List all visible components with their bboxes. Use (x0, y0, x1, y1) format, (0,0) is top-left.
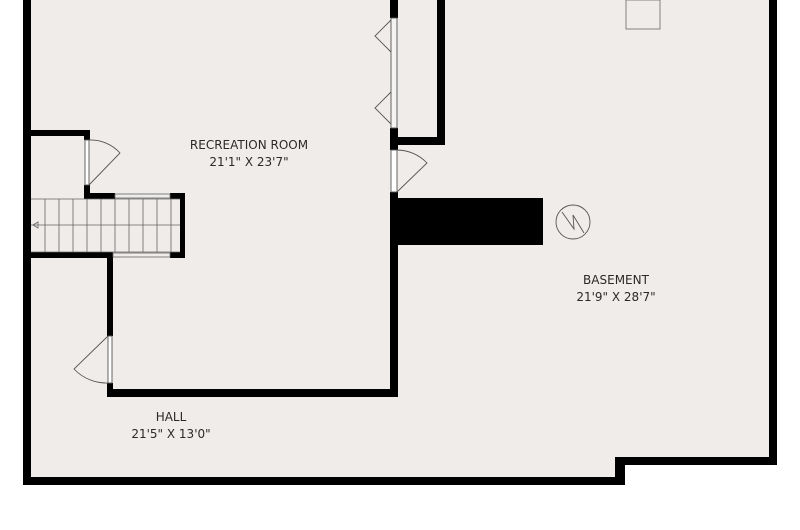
closet-wall-bottom (390, 137, 445, 145)
room-name: RECREATION ROOM (189, 138, 309, 152)
bifold-door (374, 17, 398, 129)
window-box (625, 0, 661, 30)
closet-wall-right (437, 0, 445, 145)
rec-wall-bottom (107, 389, 398, 397)
walls (23, 0, 777, 485)
room-label-hall: HALL 21'5" X 13'0" (131, 409, 210, 443)
room-label-basement: BASEMENT 21'9" X 28'7" (576, 272, 655, 306)
hall-wall-low (107, 383, 113, 397)
stair-top-wall (84, 193, 115, 199)
closet-side-top (84, 130, 90, 140)
stair-arrow-icon (32, 221, 39, 229)
rec-wall-right-top (390, 0, 398, 18)
room-name: BASEMENT (583, 273, 649, 287)
stair-top-end (170, 193, 185, 199)
room-label-recreation: RECREATION ROOM 21'1" X 23'7" (190, 137, 308, 171)
room-dims: 21'1" X 23'7" (209, 155, 289, 169)
closet-top (23, 130, 90, 136)
room-dims: 21'5" X 13'0" (131, 427, 211, 441)
stair-end (180, 193, 185, 258)
closet-door (84, 139, 121, 186)
room-dims: 21'9" X 28'7" (576, 290, 656, 304)
outer-wall-bottom (23, 477, 625, 485)
outer-wall-bottom-right (615, 457, 777, 465)
water-heater-icon (555, 204, 591, 240)
outer-wall-left (23, 0, 31, 485)
stairs (31, 193, 180, 258)
hall-wall-horizontal (23, 252, 113, 258)
hall-wall-top (107, 252, 113, 336)
outer-wall-step (615, 457, 625, 485)
hall-door (73, 335, 113, 384)
chimney-block (390, 198, 543, 245)
basement-door (390, 149, 428, 193)
doors (73, 17, 428, 384)
room-name: HALL (155, 410, 187, 424)
rec-wall-right-low (390, 192, 398, 397)
outer-wall-right (769, 0, 777, 465)
closet-side-low (84, 185, 90, 199)
stair-bottom-end (170, 252, 185, 258)
